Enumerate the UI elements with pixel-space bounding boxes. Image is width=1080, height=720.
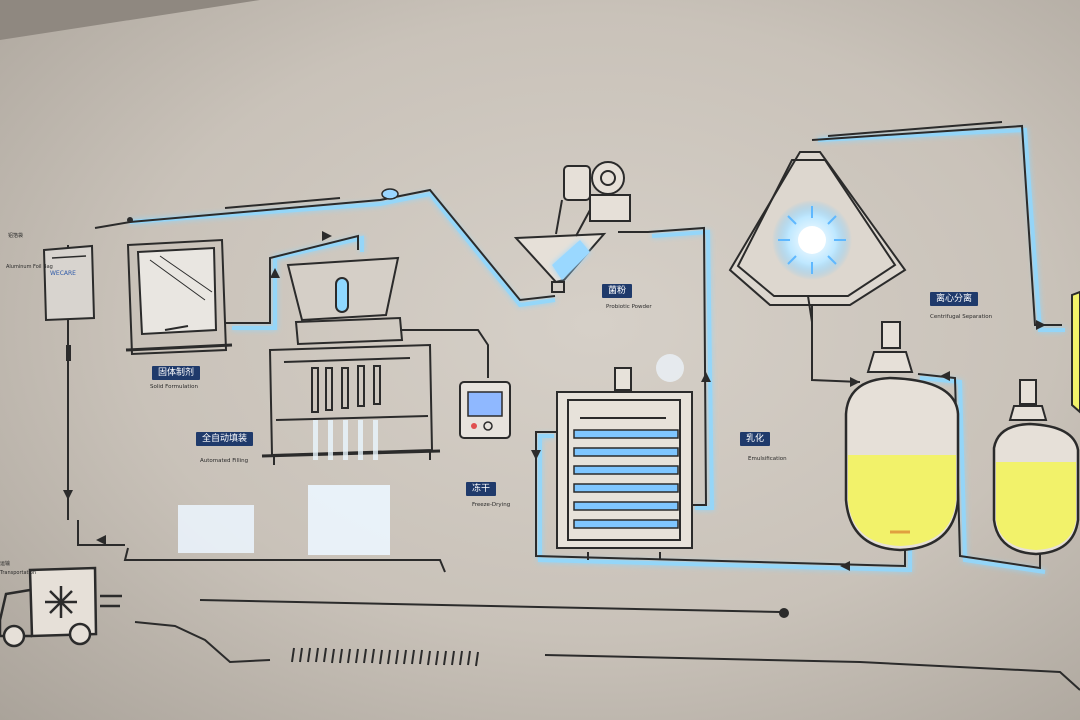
step-sub-probiotic-powder: Probiotic Powder [606, 304, 652, 310]
step-label-probiotic-powder: 菌粉 [602, 284, 632, 298]
arrow-icon [850, 377, 860, 387]
solid-formulation-machine [126, 240, 232, 354]
floor-lines [125, 548, 1080, 690]
arrow-icon [63, 490, 73, 500]
snowflake-glow [656, 354, 684, 382]
arrow-icon [270, 268, 280, 278]
bag-sub-label: Aluminum Foil Bag [6, 264, 53, 270]
arrow-icon [322, 231, 332, 241]
step-label-freeze-drying: 冻干 [466, 482, 496, 496]
tank-edge-partial [1072, 292, 1080, 412]
freeze-dryer [557, 368, 692, 560]
centrifuge-rotor-icon [772, 200, 852, 280]
truck-label: 运输 [0, 560, 10, 567]
ceiling-edge [0, 0, 260, 40]
step-sub-freeze-drying: Freeze-Drying [472, 502, 510, 508]
floor-stripes [292, 648, 478, 666]
step-label-centrifugal-separation: 离心分离 [930, 292, 978, 306]
step-label-automated-filling: 全自动填装 [196, 432, 253, 446]
bag-brand-text: WECARE [50, 270, 76, 277]
truck-sub-label: Transportation [0, 570, 36, 576]
formulation-box-projection [178, 505, 254, 553]
powder-hopper [516, 162, 630, 292]
step-sub-centrifugal-separation: Centrifugal Separation [930, 314, 992, 320]
step-label-emulsification: 乳化 [740, 432, 770, 446]
arrow-icon [96, 535, 106, 545]
bag-label: 铝箔袋 [8, 232, 23, 239]
step-sub-solid-formulation: Solid Formulation [150, 384, 198, 390]
automated-filling-machine [262, 258, 440, 465]
emulsification-tank-1 [846, 322, 958, 550]
step-sub-emulsification: Emulsification [748, 456, 787, 462]
valve-icon [382, 189, 398, 199]
emulsification-tank-2 [994, 380, 1078, 554]
pipe-joint [127, 217, 133, 223]
step-sub-automated-filling: Automated Filling [200, 458, 248, 464]
control-panel-icon [460, 382, 510, 438]
step-label-solid-formulation: 固体制剂 [152, 366, 200, 380]
filled-box-projection [308, 485, 390, 555]
